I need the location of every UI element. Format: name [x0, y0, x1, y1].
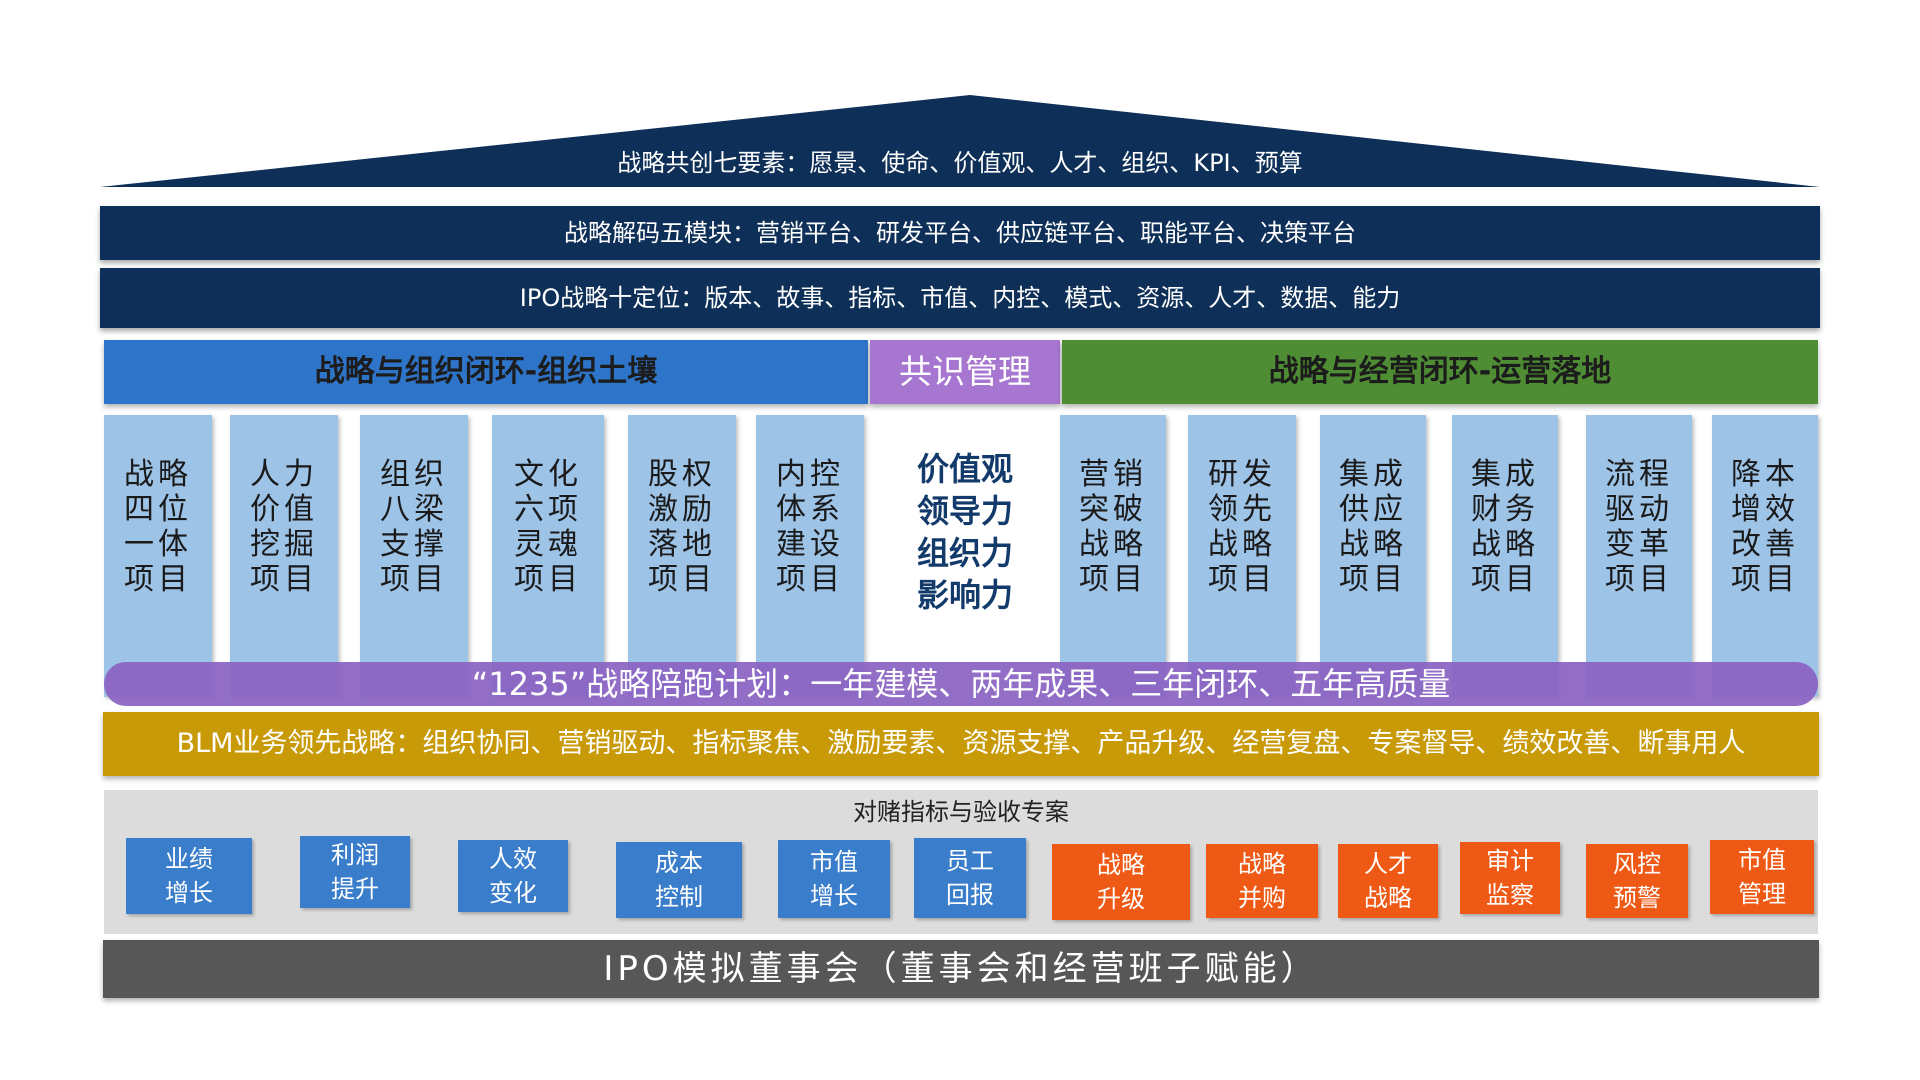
- pillar-left-3: 组织 八梁 支撑 项目: [360, 415, 468, 697]
- metric-tile-5: 市值 增长: [778, 840, 890, 918]
- strategy-decoding-band: 战略解码五模块：营销平台、研发平台、供应链平台、职能平台、决策平台: [100, 206, 1820, 260]
- pillar-right-1: 营销 突破 战略 项目: [1060, 415, 1166, 697]
- pillar-label: 集成 供应 战略 项目: [1339, 457, 1407, 597]
- pillar-label: 人力 价值 挖掘 项目: [250, 457, 318, 597]
- pillar-left-5: 股权 激励 落地 项目: [628, 415, 736, 697]
- pillar-left-1: 战略 四位 一体 项目: [104, 415, 212, 697]
- metric-tile-1: 业绩 增长: [126, 838, 252, 914]
- ipo-board-base: IPO模拟董事会（董事会和经营班子赋能）: [103, 940, 1819, 998]
- consensus-values: 价值观 领导力 组织力 影响力: [916, 450, 1013, 614]
- metric-tile-11: 风控 预警: [1586, 844, 1688, 918]
- metric-tile-7: 战略 升级: [1052, 844, 1190, 920]
- pillar-right-2: 研发 领先 战略 项目: [1188, 415, 1296, 697]
- metric-tile-12: 市值 管理: [1710, 840, 1814, 914]
- pillar-label: 文化 六项 灵魂 项目: [514, 457, 582, 597]
- pillar-right-6: 降本 增效 改善 项目: [1712, 415, 1818, 697]
- pillar-label: 研发 领先 战略 项目: [1208, 457, 1276, 597]
- metric-tile-3: 人效 变化: [458, 840, 568, 912]
- ipo-positioning-band: IPO战略十定位：版本、故事、指标、市值、内控、模式、资源、人才、数据、能力: [100, 268, 1820, 328]
- metric-tile-6: 员工 回报: [914, 838, 1026, 918]
- header-consensus: 共识管理: [870, 340, 1060, 404]
- pillar-right-3: 集成 供应 战略 项目: [1320, 415, 1426, 697]
- companion-plan-band: “1235”战略陪跑计划：一年建模、两年成果、三年闭环、五年高质量: [104, 662, 1818, 706]
- pillar-label: 战略 四位 一体 项目: [124, 457, 192, 597]
- pillar-right-4: 集成 财务 战略 项目: [1452, 415, 1558, 697]
- pillar-left-6: 内控 体系 建设 项目: [756, 415, 864, 697]
- pillar-right-5: 流程 驱动 变革 项目: [1586, 415, 1692, 697]
- metric-tile-8: 战略 并购: [1206, 844, 1318, 918]
- pillar-left-4: 文化 六项 灵魂 项目: [492, 415, 604, 697]
- pillar-label: 内控 体系 建设 项目: [776, 457, 844, 597]
- metric-tile-2: 利润 提升: [300, 836, 410, 908]
- pillar-label: 营销 突破 战略 项目: [1079, 457, 1147, 597]
- roof-triangle: [100, 95, 1820, 187]
- metric-tile-9: 人才 战略: [1338, 844, 1438, 918]
- metrics-title: 对赌指标与验收专案: [853, 798, 1069, 826]
- pillar-left-2: 人力 价值 挖掘 项目: [230, 415, 338, 697]
- pillar-label: 流程 驱动 变革 项目: [1605, 457, 1673, 597]
- pillar-label: 降本 增效 改善 项目: [1731, 457, 1799, 597]
- roof-title: 战略共创七要素：愿景、使命、价值观、人才、组织、KPI、预算: [617, 149, 1303, 177]
- pillar-label: 组织 八梁 支撑 项目: [380, 457, 448, 597]
- pillar-label: 股权 激励 落地 项目: [648, 457, 716, 597]
- header-org-loop: 战略与组织闭环-组织土壤: [104, 340, 868, 404]
- blm-strategy-band: BLM业务领先战略：组织协同、营销驱动、指标聚焦、激励要素、资源支撑、产品升级、…: [103, 712, 1819, 776]
- pillar-label: 集成 财务 战略 项目: [1471, 457, 1539, 597]
- header-operation-loop: 战略与经营闭环-运营落地: [1062, 340, 1818, 404]
- metric-tile-10: 审计 监察: [1460, 842, 1560, 914]
- metric-tile-4: 成本 控制: [616, 842, 742, 918]
